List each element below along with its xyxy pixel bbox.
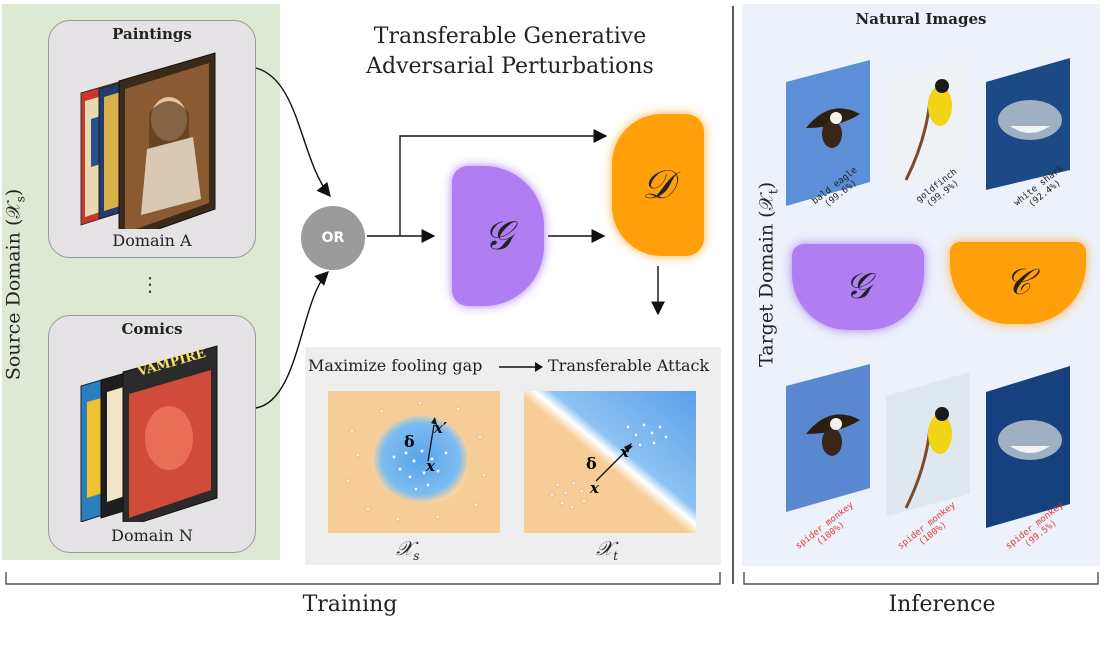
bald-eagle-image	[786, 60, 870, 206]
classifier-symbol: 𝒞	[1004, 262, 1032, 303]
source-space-label: 𝒳s	[396, 536, 420, 563]
generator-symbol: 𝒢	[483, 213, 513, 259]
target-space-label: 𝒳t	[596, 536, 619, 563]
x-prime-right: x′	[619, 443, 633, 461]
delta-left: δ	[404, 432, 415, 451]
inference-generator-symbol: 𝒢	[845, 266, 871, 307]
adv-goldfinch-image	[886, 372, 970, 516]
generator-block: 𝒢	[452, 166, 544, 306]
white-shark-image	[986, 58, 1070, 190]
discriminator-symbol: 𝒟	[642, 162, 674, 208]
paintings-footer: Domain A	[112, 231, 192, 250]
training-label: Training	[302, 592, 398, 617]
x-prime-left: x′	[433, 419, 447, 437]
paintings-stack	[80, 52, 216, 229]
delta-right: δ	[586, 454, 597, 473]
caption-arrow	[499, 362, 543, 372]
x-right: x	[589, 479, 600, 497]
comics-footer: Domain N	[111, 526, 193, 545]
comics-stack: VAMPIRE	[80, 345, 218, 522]
target-space-plot: δ x′ x	[524, 391, 696, 533]
discriminator-block: 𝒟	[612, 114, 704, 256]
adv-shark-image	[986, 366, 1070, 528]
diagram-title: Transferable Generative Adversarial Pert…	[366, 24, 654, 79]
paintings-card: Paintings Domain A	[48, 20, 256, 258]
x-left: x	[425, 457, 436, 475]
paintings-title: Paintings	[112, 25, 192, 43]
inference-generator-block: 𝒢	[792, 244, 924, 330]
comics-card: Comics VAMPIRE Domain N	[48, 315, 256, 553]
or-node-label: OR	[321, 230, 345, 246]
source-space-plot: δ x′ x	[328, 391, 500, 533]
fooling-gap-caption: Maximize fooling gap	[308, 356, 483, 375]
transferable-attack-caption: Transferable Attack	[548, 356, 710, 375]
or-node: OR	[301, 206, 365, 270]
comics-title: Comics	[121, 320, 183, 338]
adv-eagle-image	[786, 364, 870, 512]
natural-images-header: Natural Images	[855, 10, 987, 28]
domain-ellipsis: ⋮	[140, 272, 160, 296]
target-domain-label: Target Domain (𝒳t)	[755, 181, 781, 367]
inference-label: Inference	[888, 592, 996, 617]
classifier-block: 𝒞	[950, 242, 1086, 324]
goldfinch-image	[886, 58, 970, 190]
